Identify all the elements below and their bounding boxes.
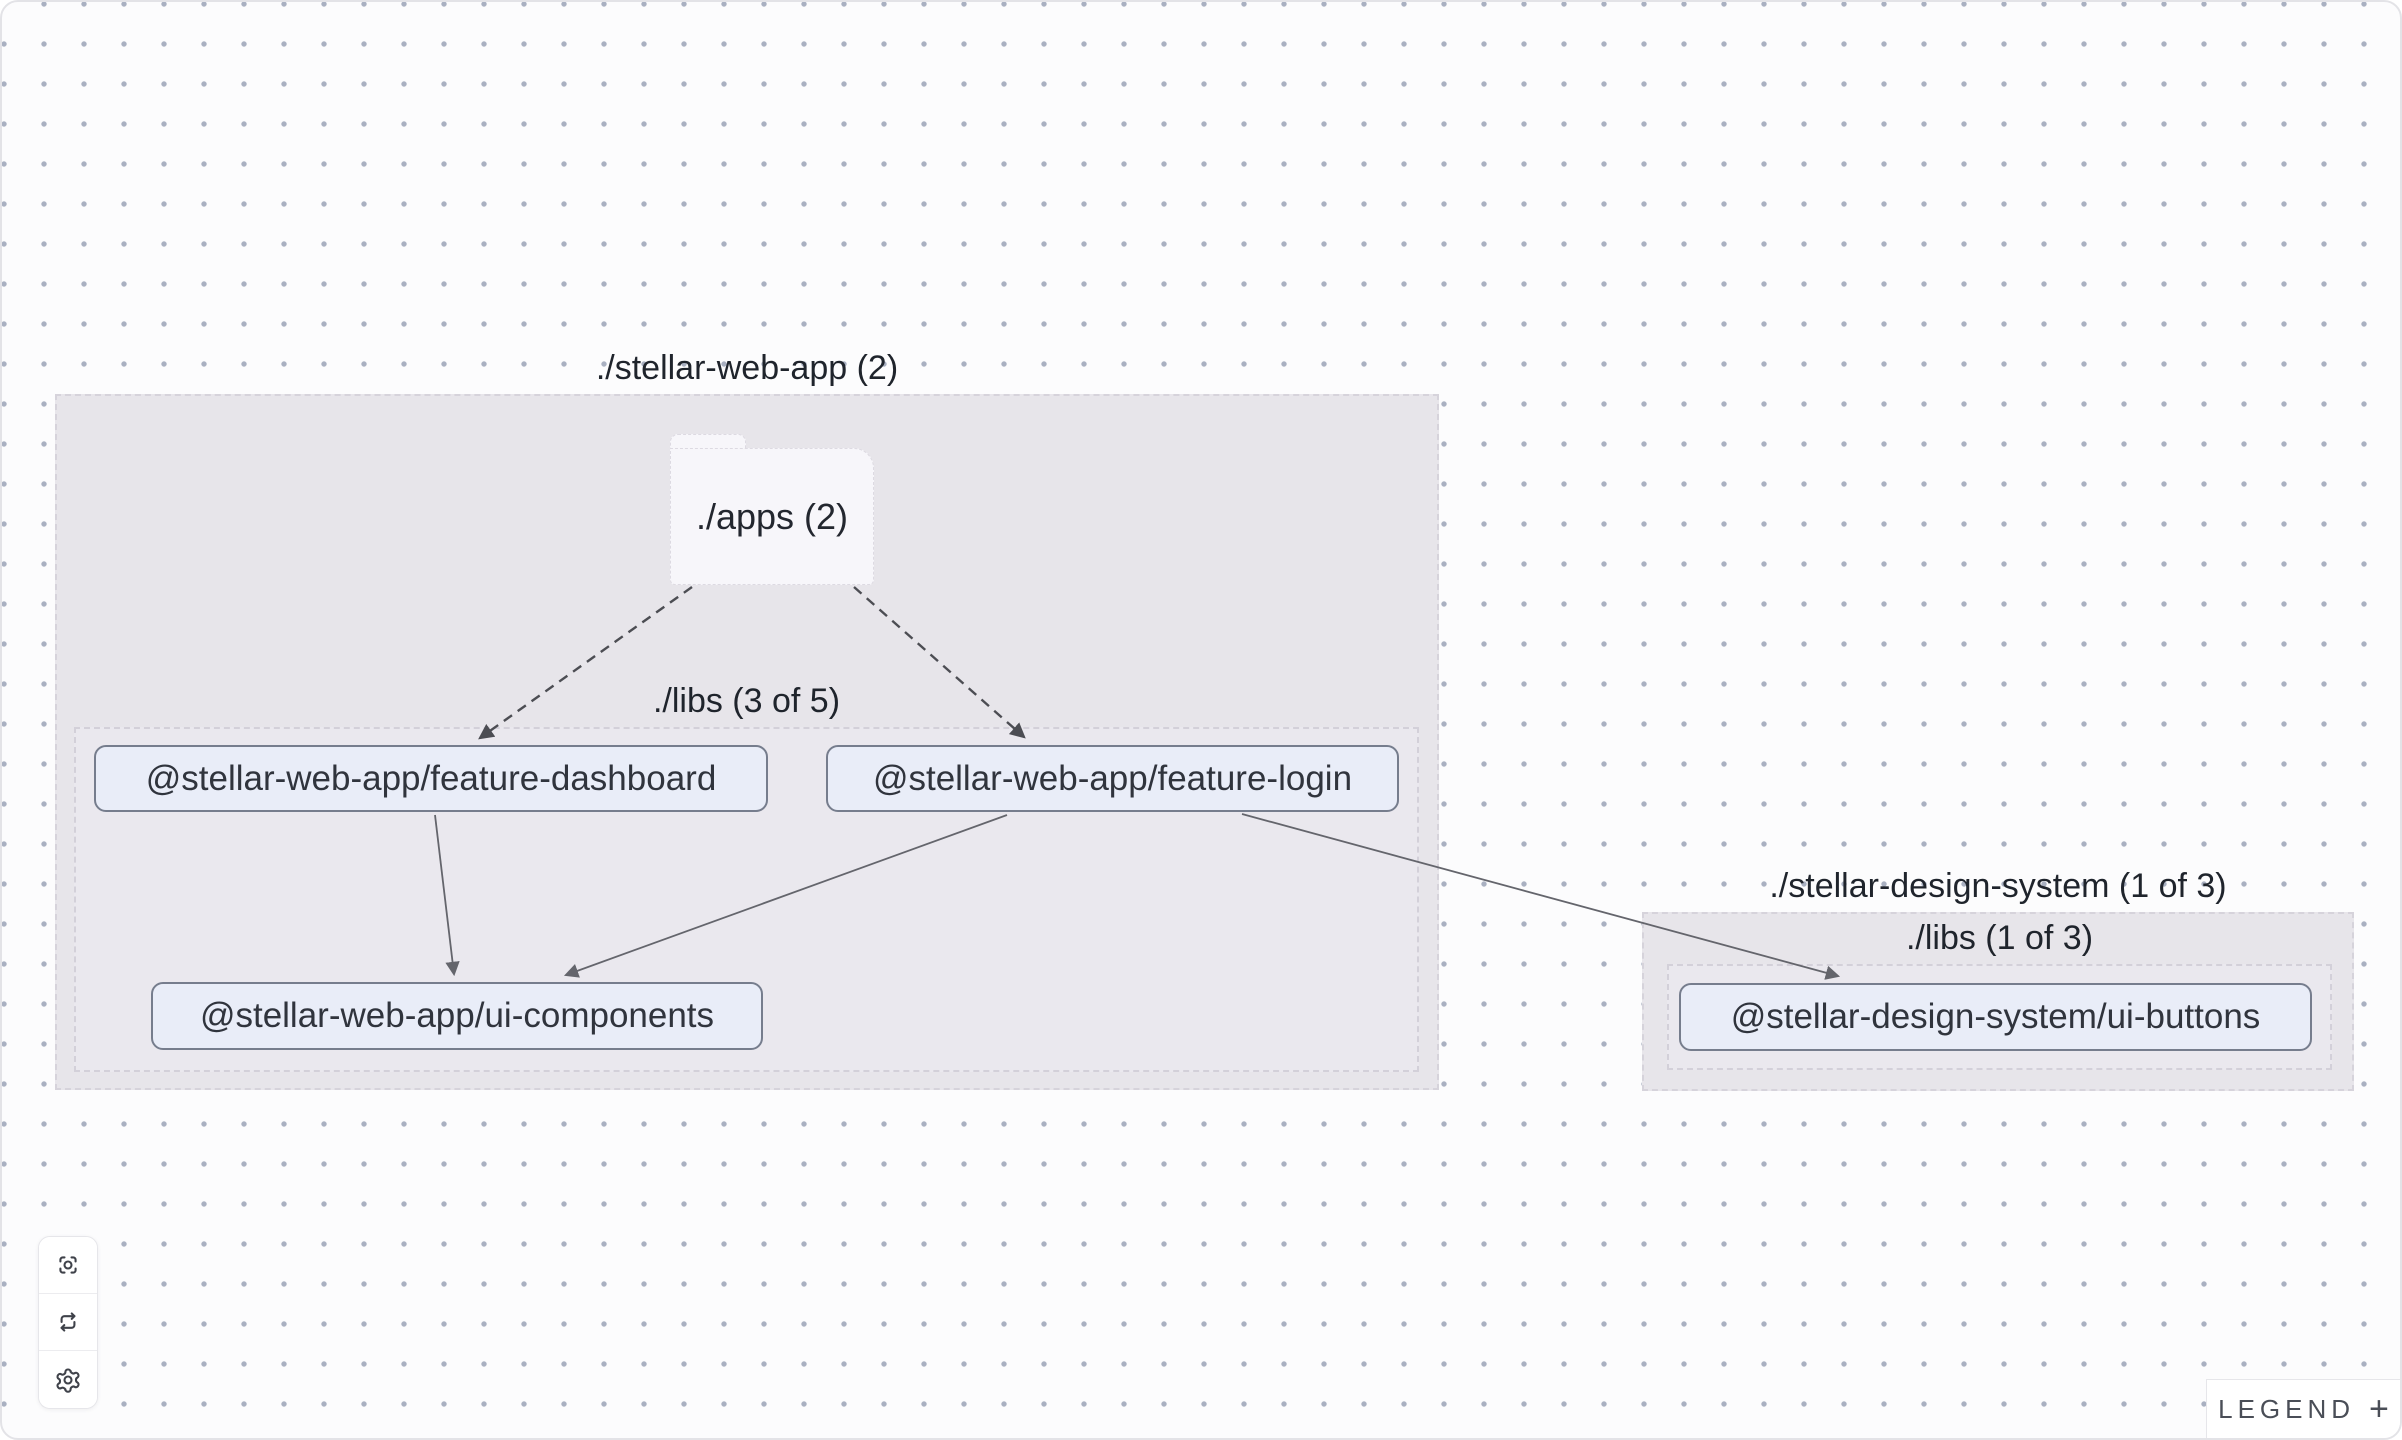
legend-label: LEGEND — [2218, 1393, 2356, 1424]
graph-toolbar — [38, 1236, 98, 1409]
node-label: @stellar-design-system/ui-buttons — [1730, 997, 2261, 1036]
legend-toggle[interactable]: LEGEND + — [2206, 1379, 2400, 1438]
node-feature-dashboard[interactable]: @stellar-web-app/feature-dashboard — [94, 745, 768, 812]
node-label: @stellar-web-app/feature-dashboard — [145, 758, 717, 798]
node-label: @stellar-web-app/ui-components — [199, 996, 715, 1035]
focus-icon — [59, 1256, 77, 1274]
node-label: @stellar-web-app/feature-login — [872, 758, 1353, 798]
settings-button[interactable] — [39, 1351, 97, 1408]
refresh-button[interactable] — [39, 1294, 97, 1351]
refresh-icon — [60, 1312, 76, 1332]
settings-icon — [56, 1367, 80, 1393]
node-feature-login[interactable]: @stellar-web-app/feature-login — [826, 745, 1399, 812]
group-label-stellar-web-app: ./stellar-web-app (2) — [595, 349, 899, 387]
folder-label: ./apps (2) — [670, 448, 874, 585]
node-ui-buttons[interactable]: @stellar-design-system/ui-buttons — [1679, 983, 2312, 1051]
node-ui-components[interactable]: @stellar-web-app/ui-components — [151, 982, 763, 1050]
zoom-to-fit-button[interactable] — [39, 1237, 97, 1294]
plus-icon: + — [2369, 1390, 2389, 1428]
group-label-stellar-design-system: ./stellar-design-system (1 of 3) — [1769, 867, 2227, 905]
node-apps-folder[interactable]: ./apps (2) — [670, 434, 874, 585]
